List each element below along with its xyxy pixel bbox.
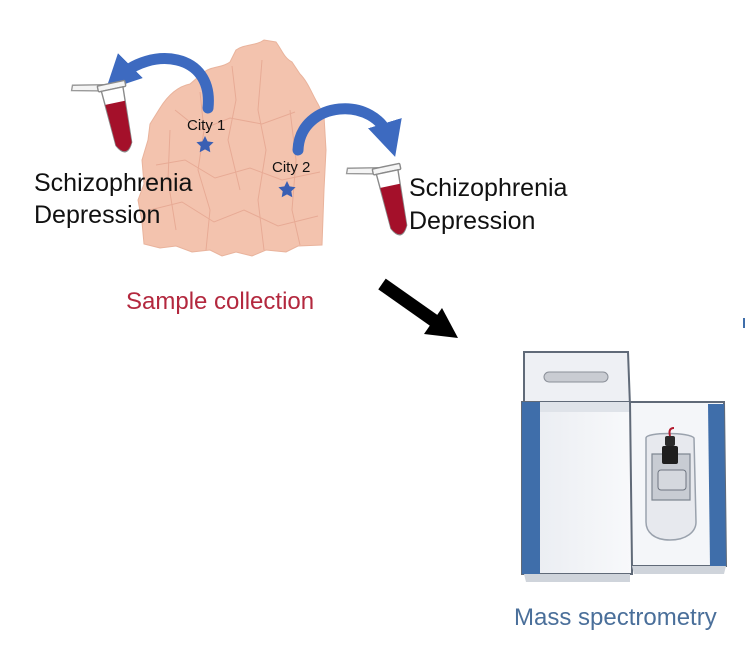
star-icon bbox=[196, 136, 214, 153]
left-diagnosis-depression: Depression bbox=[34, 201, 161, 229]
left-diagnosis-schizophrenia: Schizophrenia bbox=[34, 169, 193, 197]
city-1-label: City 1 bbox=[187, 117, 226, 134]
sample-tube-icon bbox=[70, 79, 133, 153]
mass-spectrometer-icon bbox=[521, 318, 745, 582]
curved-arrow-icon bbox=[292, 103, 402, 157]
star-icon bbox=[278, 181, 296, 198]
curved-arrow-icon bbox=[105, 53, 214, 114]
region-map bbox=[137, 39, 327, 257]
right-diagnosis-schizophrenia: Schizophrenia bbox=[409, 174, 568, 202]
mass-spectrometry-caption: Mass spectrometry bbox=[514, 604, 717, 631]
city-2-label: City 2 bbox=[272, 159, 311, 176]
right-diagnosis-depression: Depression bbox=[409, 207, 536, 235]
arrow-icon bbox=[378, 278, 458, 338]
sample-collection-caption: Sample collection bbox=[126, 288, 315, 315]
sample-tube-icon bbox=[345, 162, 408, 236]
